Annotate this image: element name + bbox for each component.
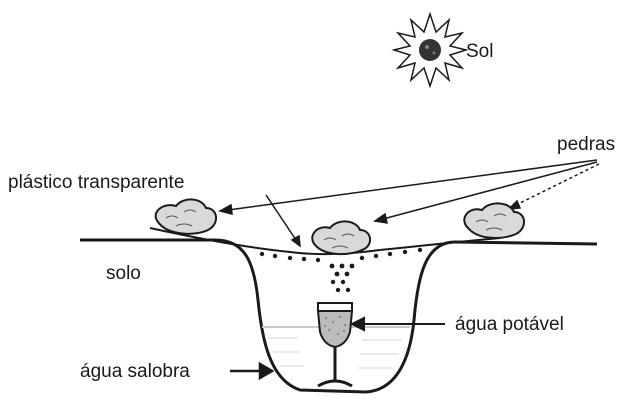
plastic-label: plástico transparente [8, 172, 184, 193]
stone-icon [154, 198, 217, 235]
sun-disc [419, 39, 441, 61]
condensation-drops [259, 247, 423, 263]
brackish-water-arrow [230, 361, 275, 381]
potable-water-label: água potável [455, 314, 564, 335]
sun-icon [391, 11, 469, 89]
stone-icon [311, 220, 371, 256]
plastic-arrow [265, 194, 301, 248]
stones-arrows [217, 159, 600, 224]
sun-label: Sol [466, 41, 493, 62]
soil-label: solo [106, 263, 141, 284]
glass-icon [316, 302, 354, 388]
stones-label: pedras [557, 134, 615, 155]
brackish-water-texture [268, 337, 402, 369]
stone-icon [463, 202, 525, 239]
ground-line [80, 238, 598, 394]
dripping-drops [329, 263, 355, 293]
brackish-water-label: água salobra [80, 361, 190, 382]
potable-water-arrow [349, 316, 445, 332]
